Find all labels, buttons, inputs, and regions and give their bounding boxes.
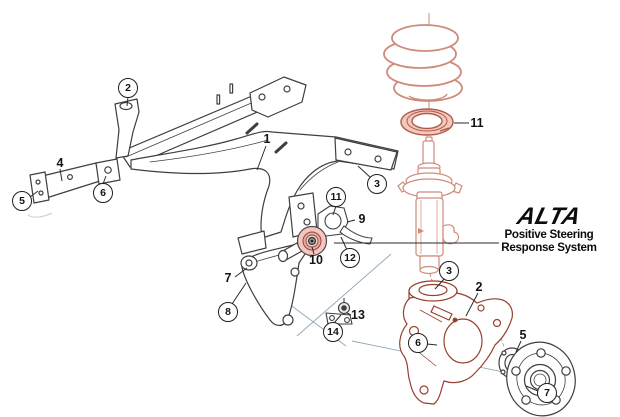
control-arm-balljoint-seat [282, 314, 294, 326]
steering-knuckle-drawing [399, 280, 513, 405]
subframe-rear-plate [249, 76, 307, 118]
control-arm-drawing [240, 241, 309, 326]
alta-positive-steering-bushing [296, 225, 328, 257]
subframe-stud-bolts [245, 122, 288, 154]
alta-tagline-line1: Positive Steering [504, 228, 594, 241]
callout-circled-7-hub: 7 [537, 383, 557, 403]
callout-plain-1-subframe: 1 [263, 132, 271, 146]
alta-tagline-line2: Response System [501, 240, 597, 254]
bushing-bracket-drawing [317, 205, 373, 245]
callout-circled-2-mount-arm: 2 [118, 78, 138, 98]
callout-circled-14-ball-joint: 14 [323, 322, 343, 342]
callout-plain-5-hub: 5 [519, 328, 527, 342]
subframe-foot [237, 230, 267, 255]
spring-pad-drawing [400, 108, 454, 136]
knuckle-hub-opening [443, 318, 483, 364]
clamp-strap [339, 225, 373, 245]
strut-drawing [397, 136, 463, 288]
subframe-mount-arm [114, 98, 140, 159]
callout-plain-7-arm-bushing: 7 [224, 271, 232, 285]
callout-leader-lines [29, 96, 539, 392]
ball-joint-drawing [325, 298, 353, 325]
callout-plain-4-side-extension: 4 [56, 156, 64, 170]
callout-plain-10-bushing: 10 [309, 253, 323, 267]
front-subframe-drawing [29, 76, 399, 255]
callout-circled-8-control-arm: 8 [218, 302, 238, 322]
callout-circled-12-strap: 12 [340, 248, 360, 268]
callout-plain-13-ball-joint: 13 [351, 308, 365, 322]
callout-circled-3-wing-plate: 3 [367, 174, 387, 194]
callout-circled-6-joint-bracket: 6 [93, 183, 113, 203]
strut-bracket-hook [442, 224, 460, 245]
shadow-mark [27, 212, 53, 218]
callout-plain-2-knuckle: 2 [475, 280, 483, 294]
callout-circled-5-end-plate: 5 [12, 191, 32, 211]
callout-circled-6-knuckle-hole: 6 [408, 333, 428, 353]
callout-plain-11-spring-pad: 11 [470, 116, 484, 130]
callout-circled-3-knuckle-boss: 3 [439, 261, 459, 281]
alta-branding: ALTA Positive Steering Response System [498, 203, 600, 254]
alta-logo: ALTA [514, 203, 584, 230]
coil-spring-drawing [383, 13, 463, 131]
callout-circled-11-housing: 11 [326, 187, 346, 207]
subframe-wing-plate [334, 137, 398, 171]
callout-plain-9-clamp: 9 [358, 212, 366, 226]
wheel-hub-drawing [498, 341, 576, 417]
